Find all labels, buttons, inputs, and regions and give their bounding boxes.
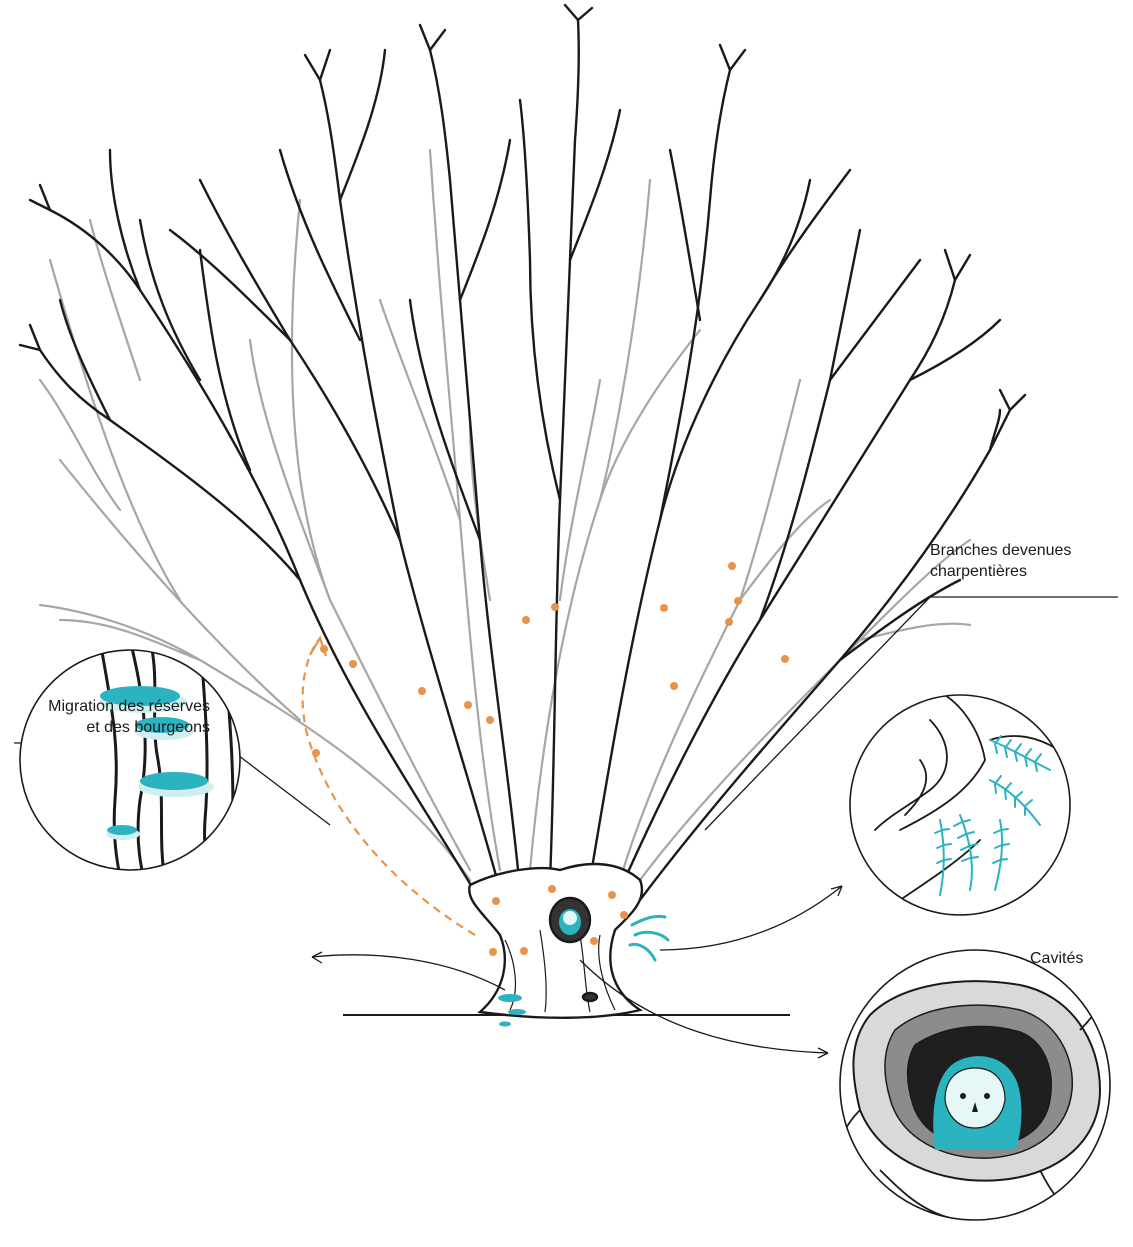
reserve-dot-icon — [418, 687, 426, 695]
trunk — [469, 864, 642, 1018]
reserve-dot-icon — [489, 948, 497, 956]
label-branches-line2: charpentières — [930, 561, 1130, 582]
reserve-dot-icon — [734, 597, 742, 605]
zoom-circle-fungi — [20, 640, 240, 900]
owl-icon — [559, 909, 581, 935]
reserve-dot-icon — [522, 616, 530, 624]
reserve-dot-icon — [725, 618, 733, 626]
label-branches-charpentieres: Branches devenues charpentières — [930, 540, 1130, 582]
reserve-dot-icon — [551, 603, 559, 611]
migration-arrow — [303, 638, 475, 935]
reserve-dot-icon — [781, 655, 789, 663]
fern-sprout-icon — [630, 916, 668, 960]
reserve-dot-icon — [620, 911, 628, 919]
label-migration-line2: et des bourgeons — [0, 717, 210, 738]
reserve-dot-icon — [520, 947, 528, 955]
reserve-dot-icon — [548, 885, 556, 893]
label-cavites: Cavités — [1030, 948, 1130, 969]
reserve-dot-icon — [492, 897, 500, 905]
zoom-circle-ferns — [837, 690, 1080, 915]
reserve-dot-icon — [590, 937, 598, 945]
label-migration: Migration des réserves et des bourgeons — [0, 696, 210, 738]
reserve-dot-icon — [608, 891, 616, 899]
reserve-dot-icon — [728, 562, 736, 570]
reserve-dot-icon — [486, 716, 494, 724]
reserve-dot-icon — [464, 701, 472, 709]
label-branches-line1: Branches devenues — [930, 540, 1130, 561]
reserve-dot-icon — [349, 660, 357, 668]
reserve-dot-icon — [670, 682, 678, 690]
reserve-dot-icon — [660, 604, 668, 612]
zoom-circle-cavity — [834, 950, 1115, 1220]
label-migration-line1: Migration des réserves — [0, 696, 210, 717]
